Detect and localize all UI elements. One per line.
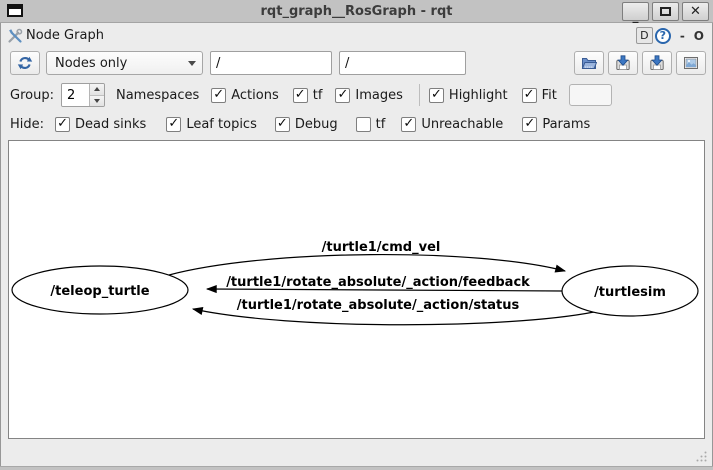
checkbox-label: Fit (541, 87, 557, 103)
checkbox-box (355, 116, 371, 132)
minimize-button[interactable]: _ (622, 2, 649, 23)
spinner-buttons (88, 84, 104, 106)
toolbar-button-group (574, 51, 712, 75)
panel-title: Node Graph (26, 28, 104, 43)
checkbox-label: Highlight (448, 87, 508, 103)
highlight-level-input[interactable] (568, 84, 612, 106)
load-dot-button[interactable] (574, 51, 604, 75)
checkbox-box (428, 87, 444, 103)
graph-canvas[interactable]: /turtle1/cmd_vel /turtle1/rotate_absolut… (8, 140, 705, 439)
topic-filter-input[interactable] (339, 51, 466, 75)
namespaces-label: Namespaces (115, 87, 200, 103)
save-image-button[interactable] (676, 51, 706, 75)
edge-feedback (205, 284, 563, 294)
save-icon (616, 55, 630, 70)
node-label: /turtlesim (594, 285, 666, 300)
node-filter-input[interactable] (210, 51, 332, 75)
maximize-button[interactable] (652, 2, 679, 21)
checkbox-label: Params (542, 116, 591, 132)
checkbox-label: Dead sinks (75, 116, 147, 132)
plugin-icon (8, 28, 23, 43)
save-as-icon (650, 55, 664, 70)
checkbox-label: tf (312, 87, 323, 103)
image-icon (684, 57, 698, 69)
spinner-up-button[interactable] (89, 84, 104, 96)
save-svg-button[interactable] (642, 51, 672, 75)
checkbox-debug[interactable]: Debug (274, 116, 338, 132)
dock-minimize-button[interactable]: - (679, 28, 685, 43)
help-icon[interactable]: ? (654, 27, 671, 44)
checkbox-label: Unreachable (421, 116, 504, 132)
chevron-down-icon (188, 60, 196, 66)
node-teleop-turtle[interactable]: /teleop_turtle (11, 265, 189, 315)
window-icon (7, 4, 23, 17)
checkbox-box (292, 87, 308, 103)
checkbox-fit[interactable]: Fit (521, 87, 557, 103)
checkbox-unreachable[interactable]: Unreachable (401, 116, 504, 132)
chevron-up-icon (93, 87, 100, 92)
toolbar-row: Nodes only (1, 48, 712, 78)
close-button[interactable]: ✕ (682, 2, 709, 21)
refresh-button[interactable] (10, 51, 40, 75)
checkbox-box (335, 87, 351, 103)
minimize-icon: _ (632, 8, 639, 23)
checkbox-label: Actions (231, 87, 279, 103)
edge-label-status: /turtle1/rotate_absolute/_action/status (237, 298, 520, 313)
close-icon: ✕ (690, 4, 701, 19)
edge-status (191, 307, 595, 326)
graph-type-select[interactable]: Nodes only (46, 51, 203, 75)
save-dot-button[interactable] (608, 51, 638, 75)
checkbox-box (274, 116, 290, 132)
graph-type-value: Nodes only (55, 55, 128, 71)
group-value-input[interactable] (61, 84, 89, 106)
edge-label-feedback: /turtle1/rotate_absolute/_action/feedbac… (226, 275, 530, 290)
hide-label: Hide: (10, 116, 45, 132)
hide-row: Hide: Dead sinks Leaf topics Debug tf Un… (1, 110, 712, 138)
checkbox-label: tf (375, 116, 386, 132)
spinner-down-button[interactable] (89, 95, 104, 106)
checkbox-tf-group[interactable]: tf (292, 87, 323, 103)
window-bottom-border (0, 466, 713, 470)
checkbox-leaf-topics[interactable]: Leaf topics (166, 116, 257, 132)
maximize-icon (660, 7, 671, 16)
resize-grip-icon[interactable] (695, 450, 708, 463)
checkbox-box (166, 116, 182, 132)
edge-label-cmd-vel: /turtle1/cmd_vel (322, 240, 441, 255)
checkbox-box (211, 87, 227, 103)
checkbox-highlight[interactable]: Highlight (428, 87, 508, 103)
window-titlebar[interactable]: rqt_graph__RosGraph - rqt _ ✕ (0, 0, 713, 23)
checkbox-dead-sinks[interactable]: Dead sinks (55, 116, 147, 132)
refresh-icon (17, 56, 33, 70)
checkbox-label: Debug (294, 116, 338, 132)
checkbox-label: Images (355, 87, 403, 103)
checkbox-box (55, 116, 71, 132)
checkbox-box (522, 116, 538, 132)
node-graph-svg: /turtle1/cmd_vel /turtle1/rotate_absolut… (11, 240, 699, 326)
chevron-down-icon (93, 98, 100, 103)
checkbox-box (401, 116, 417, 132)
open-folder-icon (581, 58, 597, 69)
checkbox-params[interactable]: Params (522, 116, 591, 132)
checkbox-box (521, 87, 537, 103)
window-controls: _ ✕ (622, 2, 709, 23)
separator (418, 84, 420, 106)
checkbox-label: Leaf topics (186, 116, 257, 132)
checkbox-hide-tf[interactable]: tf (355, 116, 386, 132)
checkbox-images[interactable]: Images (335, 87, 403, 103)
dock-detach-button[interactable]: D (635, 27, 653, 44)
group-spinner (60, 83, 105, 107)
checkbox-actions[interactable]: Actions (211, 87, 279, 103)
window-title: rqt_graph__RosGraph - rqt (260, 3, 453, 19)
group-label: Group: (10, 87, 54, 103)
node-turtlesim[interactable]: /turtlesim (561, 265, 699, 317)
node-label: /teleop_turtle (50, 284, 149, 299)
status-bar (1, 441, 712, 466)
options-row: Group: Namespaces Actions tf Images High… (1, 80, 712, 110)
dock-close-button[interactable]: O (693, 28, 704, 43)
plugin-header: Node Graph D ? - O (1, 24, 712, 47)
edge-cmd-vel (168, 253, 567, 276)
